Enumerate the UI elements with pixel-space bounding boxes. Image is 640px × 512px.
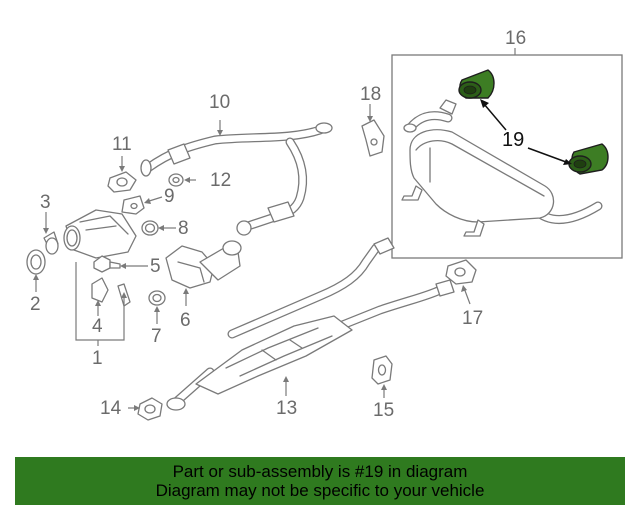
banner-line-part: Part or sub-assembly is #19 in diagram (172, 462, 468, 481)
callout-18[interactable]: 18 (360, 84, 381, 105)
catalytic-converter-right[interactable] (165, 240, 242, 289)
center-pipe-resonator[interactable] (166, 237, 455, 411)
exhaust-tip-upper[interactable] (458, 69, 495, 99)
callout-11[interactable]: 11 (112, 134, 132, 155)
callout-3[interactable]: 3 (40, 192, 51, 213)
exhaust-tip-lower[interactable] (568, 143, 609, 175)
callout-10[interactable]: 10 (209, 92, 230, 113)
gasket-11[interactable] (107, 171, 137, 193)
banner-line-disclaimer: Diagram may not be specific to your vehi… (155, 481, 485, 500)
rubber-hanger-15[interactable] (371, 355, 393, 385)
gasket-3[interactable] (43, 231, 59, 255)
rear-muffler[interactable] (401, 99, 603, 237)
gasket-2[interactable] (26, 249, 46, 275)
callout-14[interactable]: 14 (100, 398, 122, 419)
callout-5[interactable]: 5 (150, 256, 161, 277)
callout-17[interactable]: 17 (462, 308, 483, 329)
callout-19-leaders (480, 99, 572, 165)
callout-15[interactable]: 15 (373, 400, 394, 421)
callout-2[interactable]: 2 (30, 294, 41, 315)
info-banner: Part or sub-assembly is #19 in diagram D… (15, 457, 625, 505)
gasket-17[interactable] (445, 259, 477, 285)
callout-1[interactable]: 1 (92, 348, 103, 369)
callout-7[interactable]: 7 (151, 326, 162, 347)
nut-12[interactable] (168, 173, 184, 187)
callout-labels: 1 2 3 4 5 6 7 8 9 10 11 12 13 14 15 16 1… (30, 28, 526, 421)
exhaust-system-diagram: 1 2 3 4 5 6 7 8 9 10 11 12 13 14 15 16 1… (26, 28, 623, 421)
leader-lines (33, 104, 471, 411)
callout-19[interactable]: 19 (502, 129, 524, 151)
bolt-5[interactable] (93, 255, 121, 273)
callout-8[interactable]: 8 (178, 218, 189, 239)
callout-6[interactable]: 6 (180, 310, 191, 331)
bracket-18[interactable] (361, 119, 385, 157)
gasket-14[interactable] (137, 397, 163, 421)
callout-16[interactable]: 16 (505, 28, 526, 49)
callout-13[interactable]: 13 (276, 398, 297, 419)
ring-8[interactable] (141, 220, 159, 236)
catalytic-converter-left[interactable] (63, 209, 137, 259)
callout-9[interactable]: 9 (164, 186, 175, 207)
front-exhaust-pipe[interactable] (140, 122, 333, 236)
callout-12[interactable]: 12 (210, 170, 231, 191)
callout-4[interactable]: 4 (92, 316, 103, 337)
bracket-9[interactable] (121, 195, 145, 215)
gasket-7[interactable] (148, 290, 166, 306)
